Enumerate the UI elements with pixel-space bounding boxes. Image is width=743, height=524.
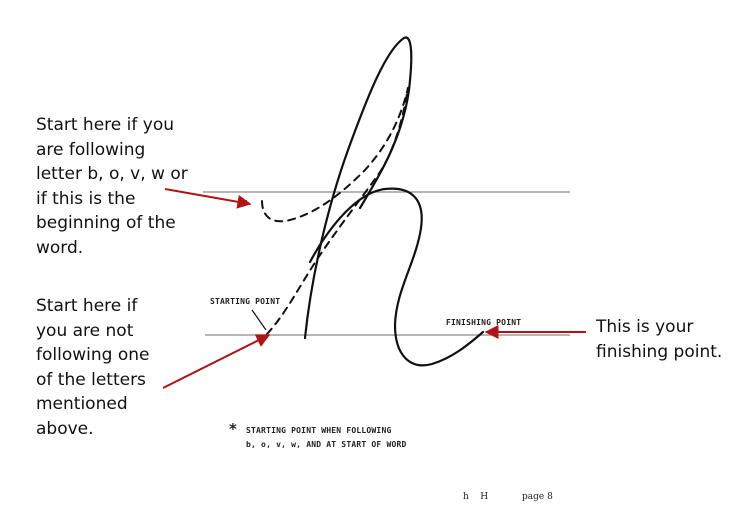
- callout-line: are following: [36, 139, 146, 160]
- callout-line: of the letters: [36, 369, 146, 390]
- callout-line: if this is the: [36, 188, 136, 209]
- callout-line: following one: [36, 345, 150, 365]
- callout-finishing-point: This is your finishing point.: [596, 315, 722, 364]
- footer-letters: h H: [463, 492, 489, 502]
- footnote-line-1: STARTING POINT WHEN FOLLOWING: [246, 426, 392, 435]
- callout-not-following: Start here if you are not following one …: [36, 294, 149, 441]
- arrow-to-asterisk: [164, 188, 252, 209]
- callout-line: finishing point.: [596, 341, 723, 362]
- callout-line: letter b, o, v, w or: [36, 164, 188, 184]
- callout-line: beginning of the: [36, 213, 176, 233]
- callout-line: you are not: [36, 320, 134, 341]
- footer-page-number: page 8: [522, 492, 553, 502]
- h-dashed-entry-stroke: [266, 87, 409, 335]
- starting-point-label: STARTING POINT: [210, 297, 281, 306]
- footnote-line-2: b, o, v, w, AND AT START OF WORD: [246, 440, 407, 449]
- callout-line: Start here if: [36, 296, 138, 316]
- callout-line: mentioned: [36, 394, 128, 414]
- arrow-to-starting-point: [162, 334, 271, 389]
- callout-line: This is your: [596, 317, 694, 337]
- h-hump-solid-stroke: [308, 187, 485, 367]
- callout-line: Start here if you: [36, 115, 174, 135]
- finishing-point-label: FINISHING POINT: [446, 318, 522, 327]
- starting-point-leader: [251, 309, 267, 331]
- asterisk-start-mark: *: [239, 195, 248, 214]
- callout-line: above.: [36, 418, 94, 439]
- callout-follow-letters: Start here if you are following letter b…: [36, 113, 188, 260]
- callout-line: word.: [36, 237, 84, 258]
- footnote-asterisk-icon: *: [229, 420, 237, 438]
- h-dashed-asterisk-stroke: [261, 87, 409, 223]
